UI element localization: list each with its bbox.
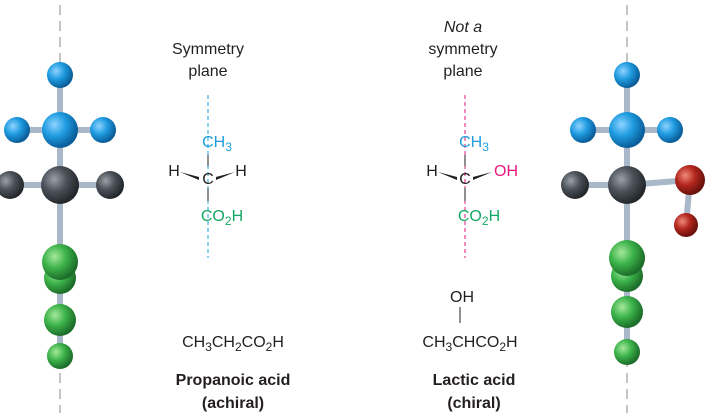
not-symmetry-plane-label: plane (443, 63, 483, 80)
wedge-bond (438, 172, 457, 180)
not-symmetry-plane-label: symmetry (428, 41, 498, 58)
symmetry-plane-label: Symmetry (172, 41, 244, 58)
wedge-bond (180, 172, 199, 180)
hydroxyl-group: OH (494, 163, 518, 180)
methyl-group: CH3 (202, 134, 232, 154)
propanoic-acid-ball-model (0, 62, 124, 369)
condensed-formula: CH3CH2CO2H (182, 334, 284, 354)
hydroxyl-label: OH (450, 289, 474, 306)
compound-name: Propanoic acid (175, 372, 291, 389)
condensed-formula: CH3CHCO2H (422, 334, 518, 354)
carboxyl-group: CO2H (457, 208, 501, 228)
central-carbon: C (459, 171, 471, 188)
lactic-acid-ball-model (561, 62, 705, 365)
carboxyl-group: CO2H (200, 208, 244, 228)
not-symmetry-plane-label: Not a (443, 19, 483, 36)
hydrogen-left: H (168, 163, 180, 180)
hydrogen-right: H (235, 163, 247, 180)
wedge-bond (216, 172, 235, 180)
hydrogen-left: H (426, 163, 438, 180)
chirality-label: (chiral) (447, 395, 501, 412)
lactic-acid-bonds (459, 155, 466, 323)
chirality-label: (achiral) (201, 395, 265, 412)
central-carbon: C (202, 171, 214, 188)
methyl-group: CH3 (459, 134, 489, 154)
wedge-bond (473, 172, 492, 180)
symmetry-plane-label: plane (188, 63, 228, 80)
compound-name: Lactic acid (432, 372, 516, 389)
